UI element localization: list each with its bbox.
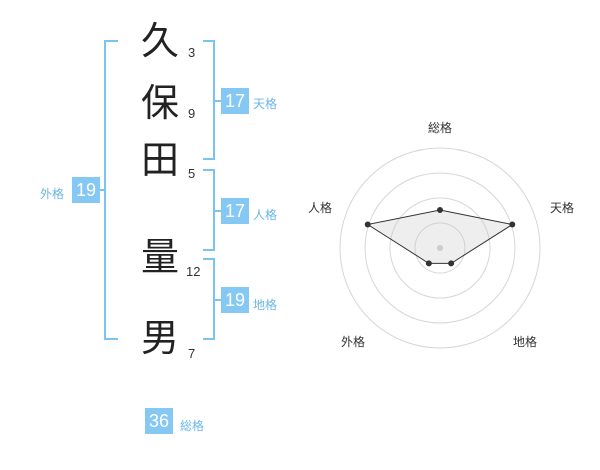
soukaku-label: 総格 [180,419,205,433]
jinkaku-label: 人格 [253,208,278,222]
stroke-count-4: 12 [186,264,201,279]
radar-ring-3 [364,172,516,324]
radar-axis-label-4: 外格 [341,334,365,349]
stroke-count-2: 9 [188,106,196,121]
name-char-2: 保 [140,81,179,125]
chikaku-label: 地格 [253,298,278,312]
name-char-4: 量 [140,235,179,279]
name-char-3: 田 [140,138,179,182]
radar-point-2 [509,221,516,228]
name-char-5: 男 [140,316,179,360]
tenkaku-value-box: 17 [221,88,249,114]
radar-axis-label-1: 総格 [428,120,452,135]
radar-point-1 [437,207,443,213]
jinkaku-value-box: 17 [221,198,249,224]
tenkaku-label: 天格 [253,97,278,111]
stroke-count-1: 3 [188,45,196,60]
radar-center-dot [437,245,443,251]
radar-axis-label-3: 地格 [513,334,537,349]
gaikaku-value-box: 19 [72,177,100,203]
gaikaku-connector [98,189,106,191]
chikaku-connector [213,299,221,301]
stroke-count-3: 5 [188,166,196,181]
radar-point-5 [364,221,371,228]
stroke-count-5: 7 [188,346,196,361]
radar-value-polygon [366,209,514,264]
chikaku-value-box: 19 [221,287,249,313]
name-char-1: 久 [140,19,179,63]
radar-point-4 [425,260,432,267]
radar-axis-label-5: 人格 [308,200,332,215]
tenkaku-connector [213,100,221,102]
radar-axis-label-2: 天格 [550,200,574,215]
radar-ring-1 [414,222,466,274]
radar-ring-2 [389,197,491,299]
soukaku-value-box: 36 [145,408,173,434]
gaikaku-label: 外格 [40,187,65,201]
jinkaku-connector [213,210,221,212]
radar-point-3 [448,260,455,267]
radar-ring-4 [339,147,541,349]
